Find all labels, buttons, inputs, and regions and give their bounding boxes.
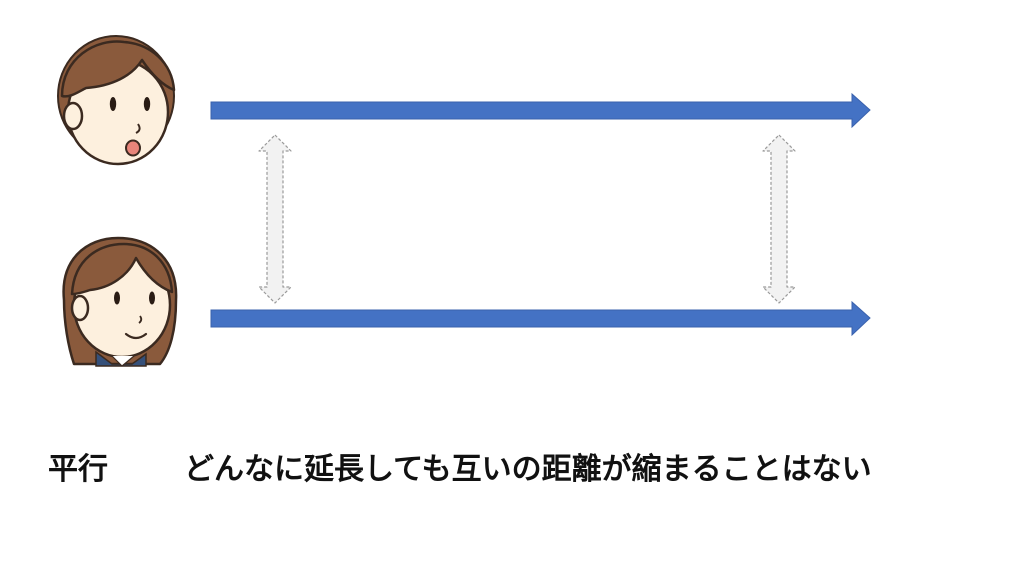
description-text: どんなに延長しても互いの距離が縮まることはない xyxy=(184,452,872,487)
left-distance-arrow xyxy=(258,134,292,304)
girl-face-icon xyxy=(62,236,178,367)
term-label: 平行 xyxy=(48,452,108,487)
bottom-parallel-arrow xyxy=(210,300,871,337)
top-parallel-arrow xyxy=(210,92,871,129)
right-distance-arrow xyxy=(762,134,796,304)
boy-face-icon xyxy=(57,35,176,166)
